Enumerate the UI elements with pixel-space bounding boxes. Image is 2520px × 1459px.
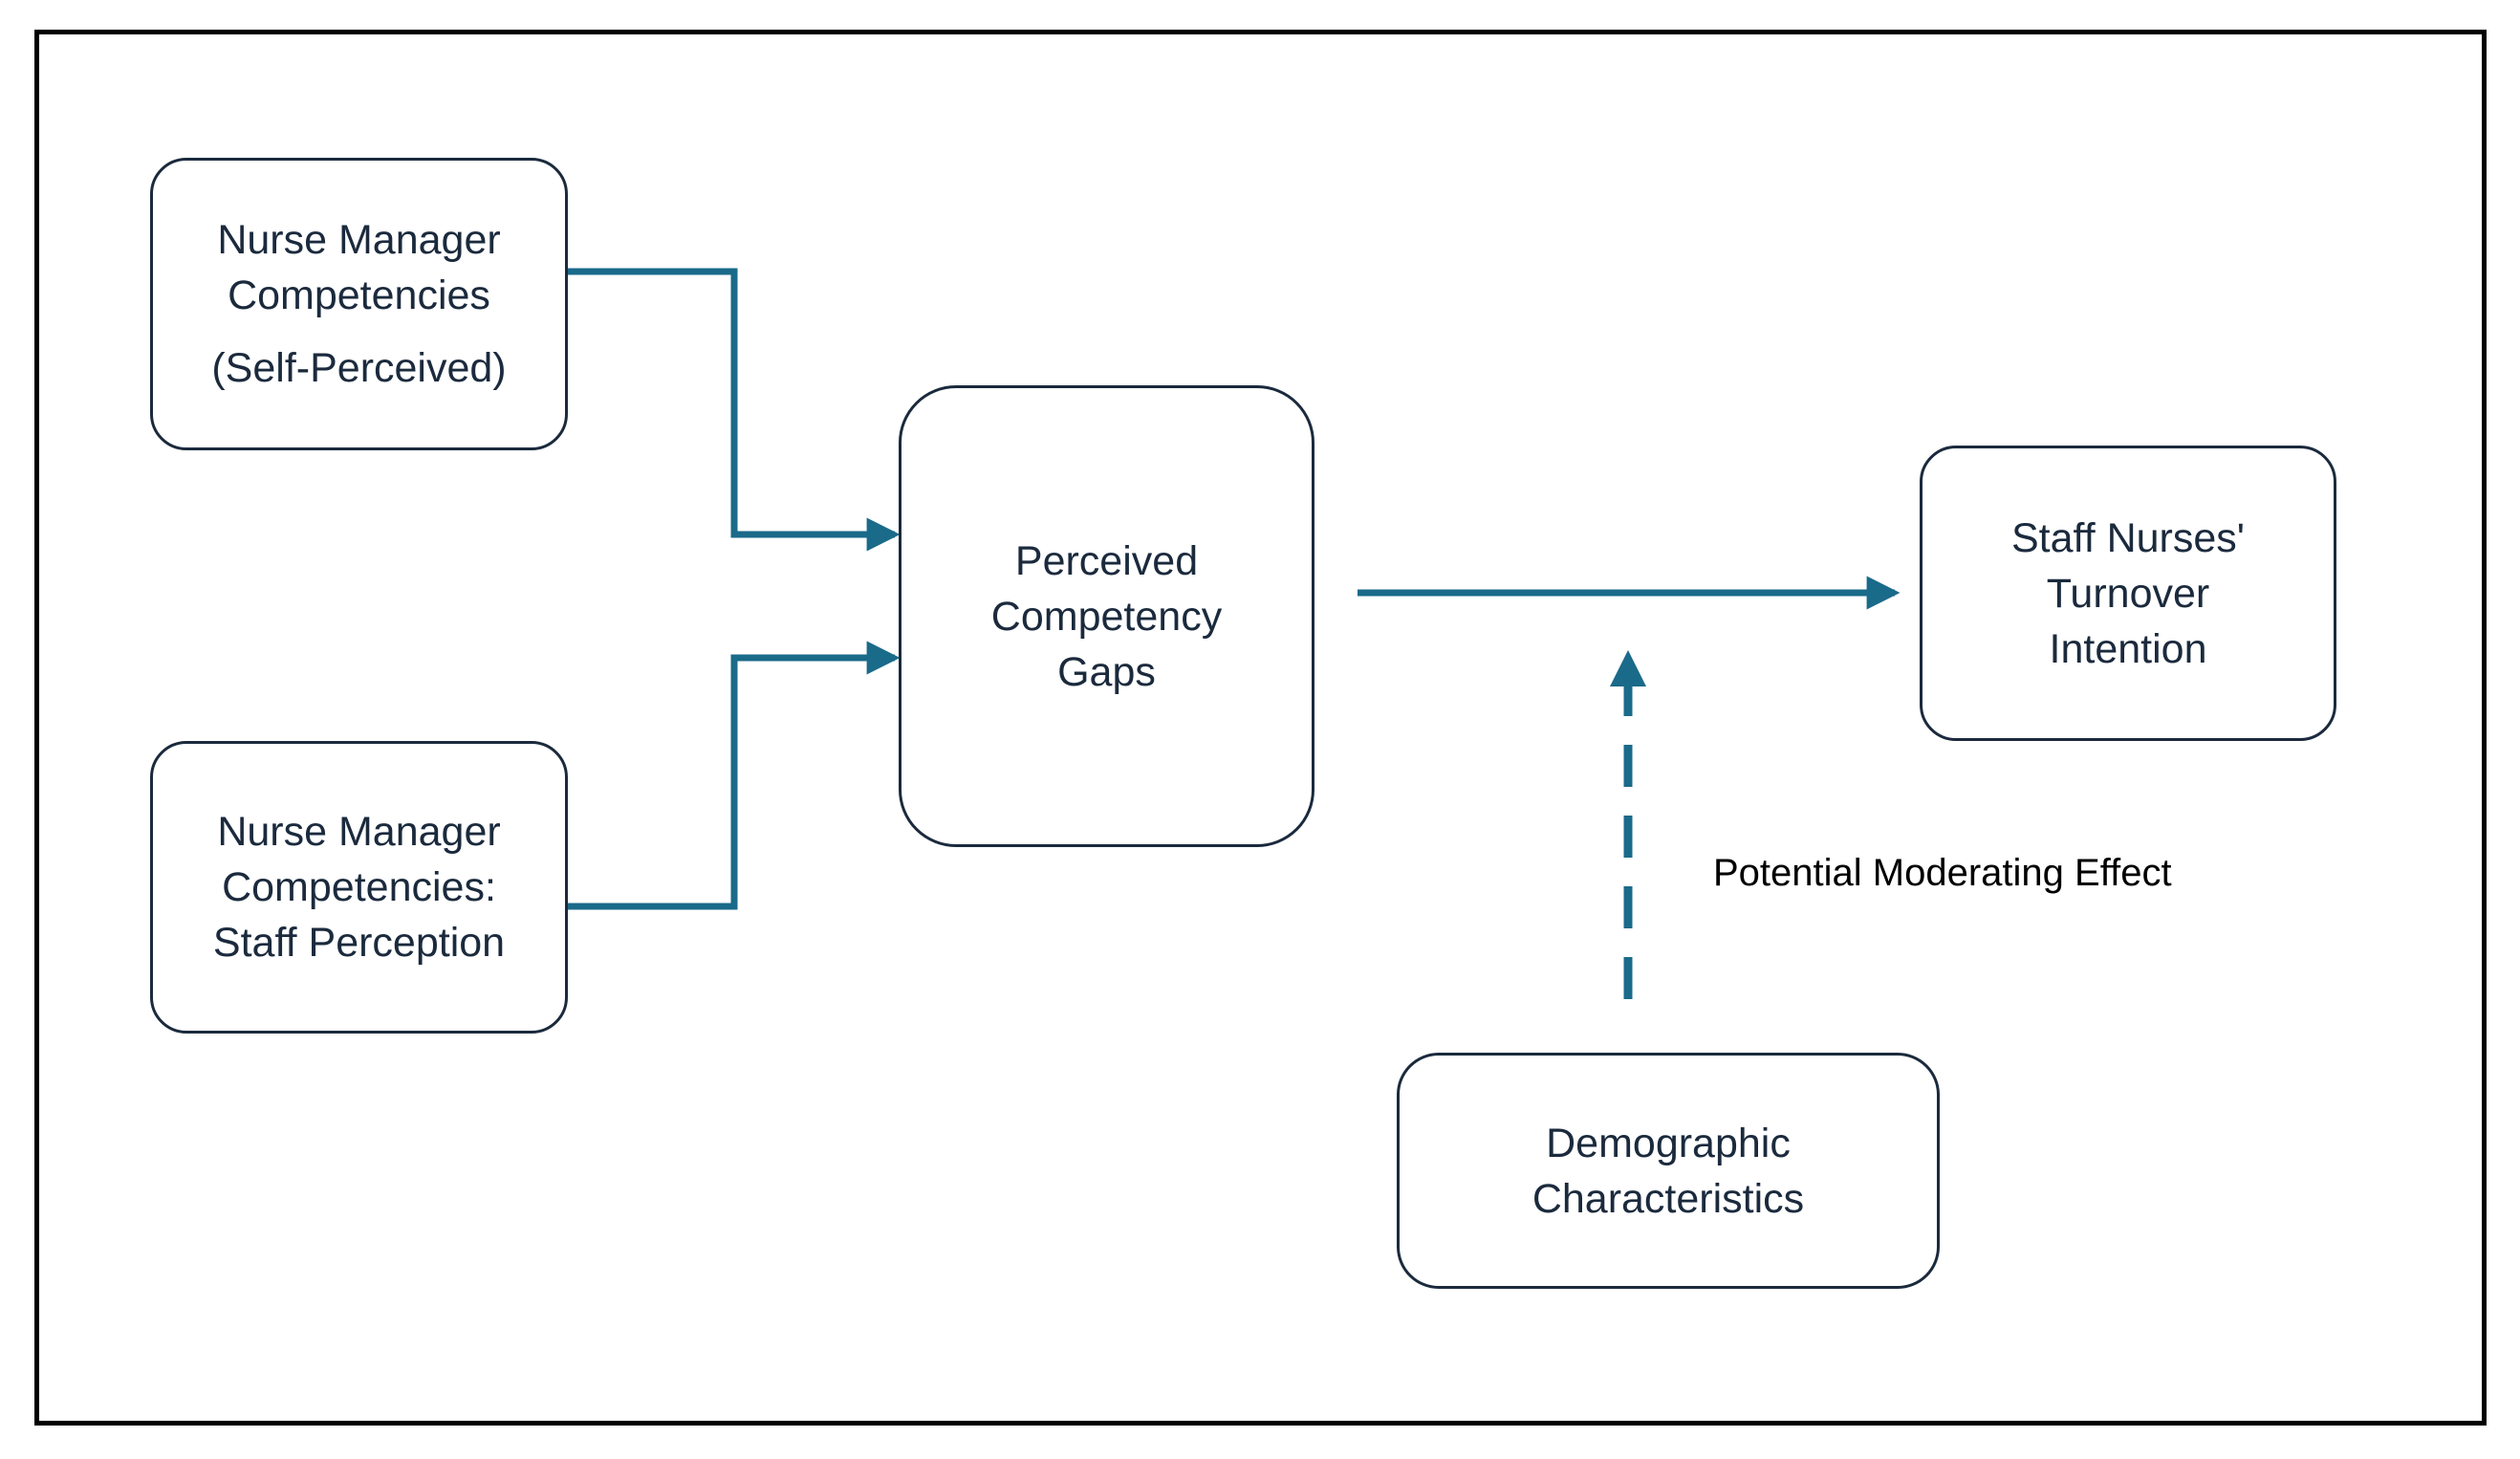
node-label-line: (Self-Perceived) <box>211 345 507 391</box>
node-label-line: Intention <box>2049 625 2207 672</box>
node-perceived-competency-gaps: Perceived Competency Gaps <box>899 385 1314 847</box>
node-label-line: Nurse Manager <box>217 217 501 263</box>
arrow-staff-to-gaps <box>568 641 901 910</box>
node-label-line: Demographic <box>1546 1120 1791 1166</box>
node-label-line: Competencies: <box>222 864 496 910</box>
arrow-self-to-gaps <box>568 268 901 552</box>
moderating-effect-label: Potential Moderating Effect <box>1713 852 2172 894</box>
node-demographic-characteristics: Demographic Characteristics <box>1397 1053 1940 1289</box>
moderating-arrowhead <box>1610 650 1646 686</box>
node-label-line: Gaps <box>1057 648 1156 695</box>
node-label-line: Nurse Manager <box>217 809 501 855</box>
node-label-line: Characteristics <box>1532 1175 1805 1222</box>
node-label-line: Competencies <box>228 272 490 318</box>
node-nurse-manager-self-perceived: Nurse Manager Competencies (Self-Perceiv… <box>150 158 568 450</box>
node-label-line: Competency <box>990 593 1223 640</box>
node-label-line: Staff Perception <box>212 920 506 966</box>
node-label-line: Perceived <box>1014 537 1199 584</box>
node-nurse-manager-staff-perception: Nurse Manager Competencies: Staff Percep… <box>150 741 568 1034</box>
node-label-line: Turnover <box>2046 570 2210 617</box>
node-label-line: Staff Nurses' <box>2010 514 2246 561</box>
node-staff-turnover-intention: Staff Nurses' Turnover Intention <box>1920 446 2336 741</box>
